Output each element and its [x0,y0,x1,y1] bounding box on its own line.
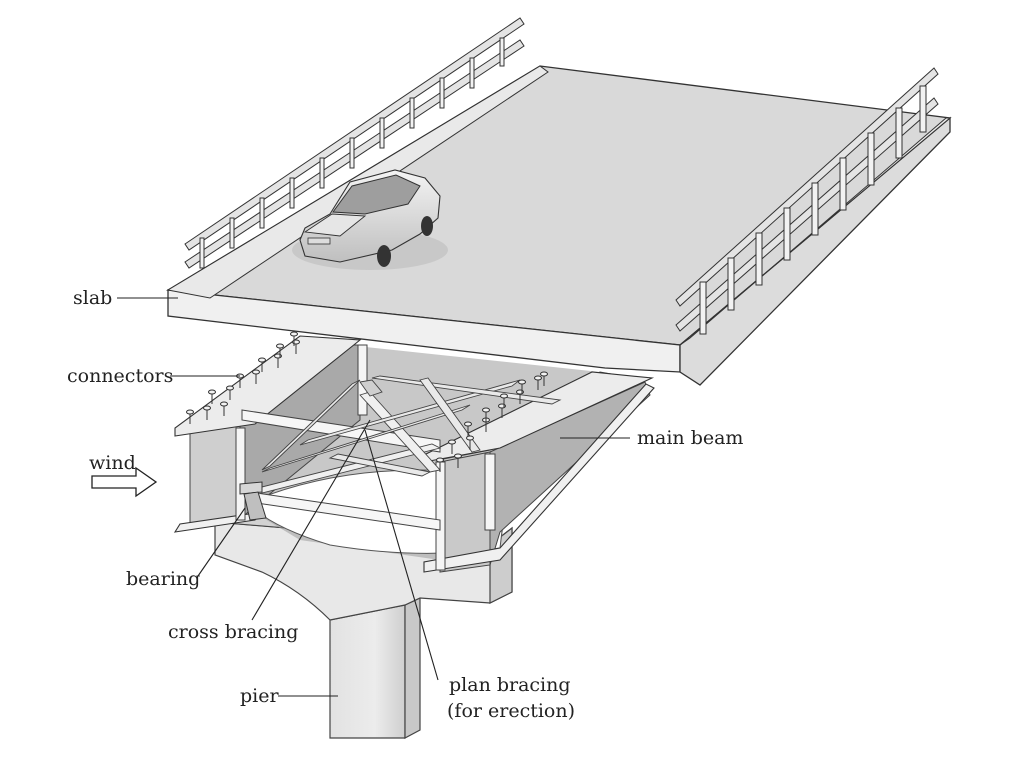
car-icon [292,169,448,270]
label-wind: wind [89,452,136,474]
railing-left [184,17,525,269]
main-beam-right [423,371,655,573]
label-slab: slab [73,287,112,309]
label-plan-bracing: plan bracing [449,674,571,696]
plan-bracing [261,375,562,477]
label-connectors: connectors [67,365,173,387]
deck-slab [166,65,952,386]
bearing-block [239,481,267,521]
leader-lines [117,297,630,697]
label-plan-bracing-note: (for erection) [447,700,575,722]
shear-connectors-right [436,371,548,472]
label-cross-bracing: cross bracing [168,621,298,643]
label-main-beam: main beam [637,427,743,449]
main-beam-left [173,335,368,533]
label-pier: pier [240,685,279,707]
arrow-right-outline-icon [91,466,158,498]
pier-column [329,597,421,739]
railing-right [675,67,939,335]
label-bearing: bearing [126,568,200,590]
